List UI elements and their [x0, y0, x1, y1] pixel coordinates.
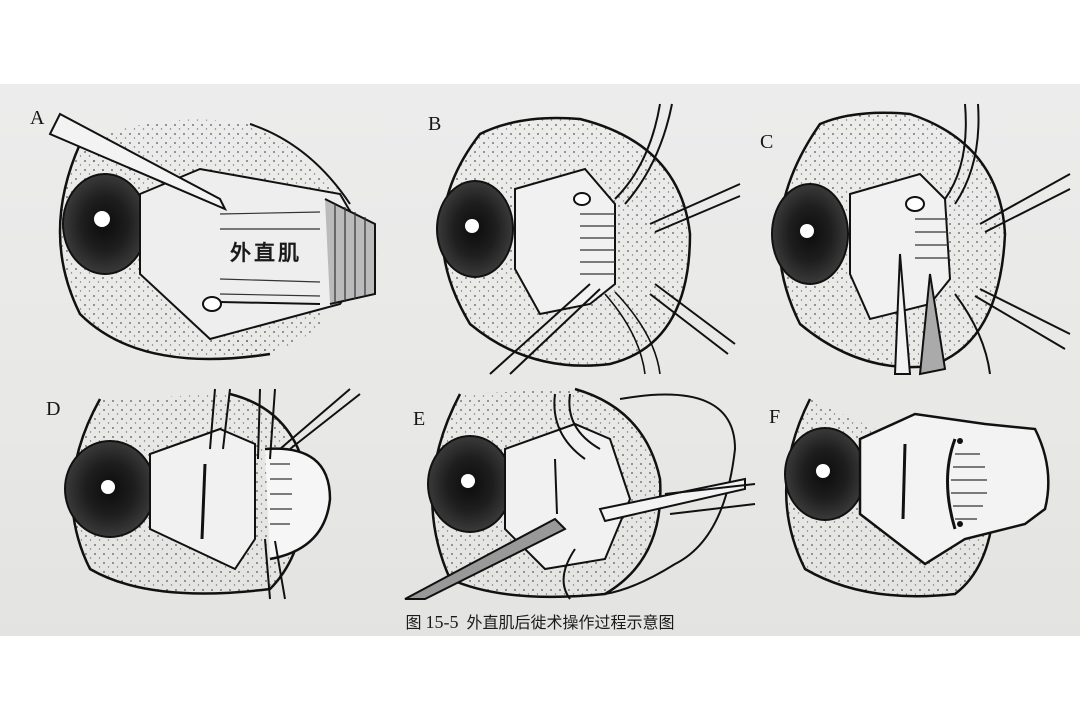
panel-label-b: B [428, 113, 442, 135]
panel-label-f: F [769, 406, 781, 428]
eye-iris-icon [427, 435, 513, 533]
panel-e-drawing [404, 387, 756, 600]
figure-page: A [0, 84, 1080, 636]
panel-f-drawing [784, 398, 1050, 598]
eye-iris-icon [771, 183, 849, 285]
panel-f: F [765, 389, 1070, 599]
panel-e: E [404, 387, 756, 600]
panel-a-drawing [48, 112, 377, 361]
caption-title: 外直肌后徙术操作过程示意图 [466, 613, 675, 632]
panel-a: A [20, 104, 390, 374]
eye-iris-icon [62, 173, 148, 275]
eye-iris-icon [436, 180, 514, 278]
panel-label-a: A [30, 107, 45, 129]
panel-label-e: E [413, 408, 426, 430]
panel-b-drawing [436, 103, 741, 375]
lateral-rectus-label: 外直肌 [230, 241, 302, 265]
panel-c-drawing [771, 103, 1071, 376]
panel-d: D [30, 388, 390, 600]
panel-b: B [410, 103, 741, 375]
eye-iris-icon [784, 427, 866, 521]
caption-prefix: 图 [405, 613, 422, 632]
panel-d-drawing [64, 388, 361, 600]
panel-c: C [750, 103, 1071, 376]
eye-iris-icon [64, 440, 156, 538]
panel-label-c: C [760, 131, 774, 153]
caption-number: 15-5 [425, 612, 459, 632]
panel-label-d: D [46, 398, 61, 420]
